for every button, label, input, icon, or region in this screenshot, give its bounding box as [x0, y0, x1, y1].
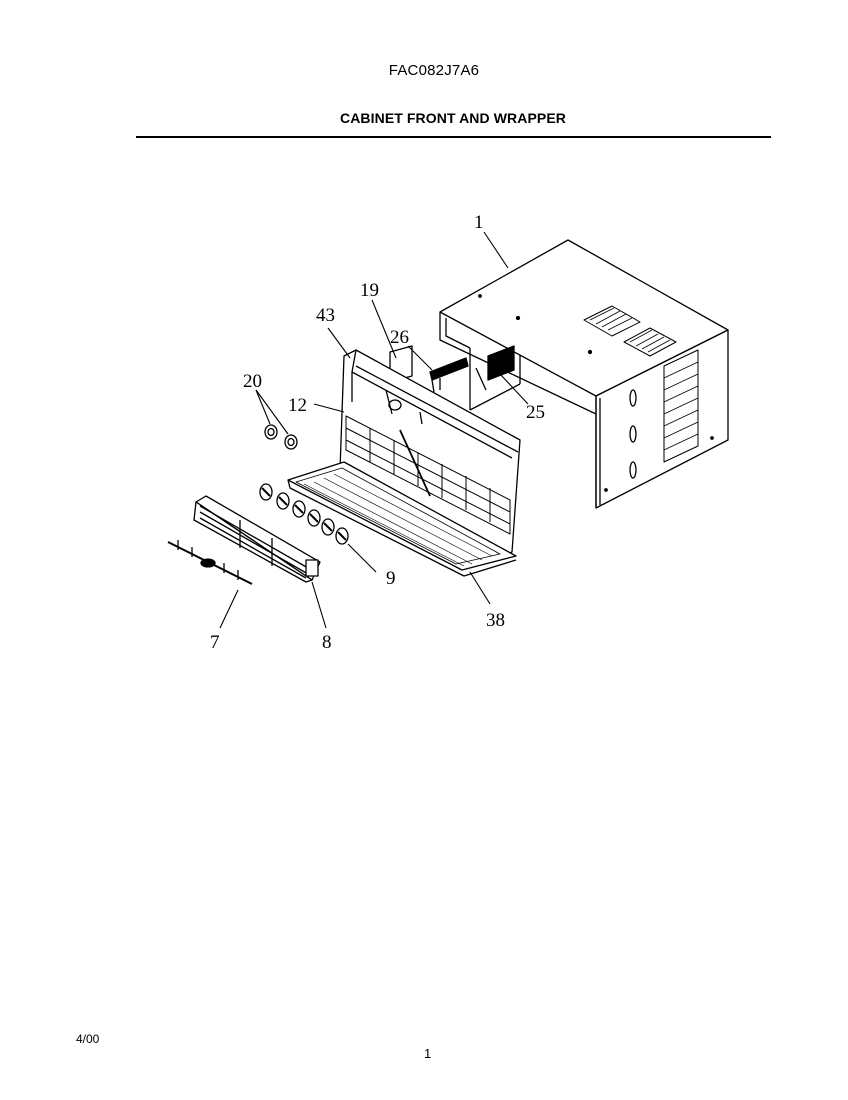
callout-label: 43 [316, 305, 335, 326]
knobs [264, 424, 298, 450]
title-rule [136, 136, 771, 138]
louver-rod [167, 540, 253, 585]
date-code: 4/00 [76, 1032, 100, 1046]
top-vent-1 [583, 305, 641, 337]
callout-label: 1 [474, 212, 484, 233]
callout-label: 25 [526, 402, 545, 423]
callout-label: 26 [390, 327, 409, 348]
side-grille [663, 349, 699, 463]
leader-lines [219, 231, 529, 629]
callout-label: 12 [288, 395, 307, 416]
cabinet-front-frame [339, 349, 521, 557]
model-number: FAC082J7A6 [388, 62, 480, 79]
section-title: CABINET FRONT AND WRAPPER [340, 110, 566, 126]
callout-label: 20 [243, 371, 262, 392]
callout-label: 38 [486, 610, 505, 631]
louver-assembly [193, 495, 321, 583]
callout-label: 9 [386, 568, 396, 589]
push-buttons [259, 483, 349, 545]
wrapper-cabinet [439, 239, 729, 509]
page-number: 1 [424, 1046, 432, 1061]
callout-label: 8 [322, 632, 332, 653]
air-filter [345, 415, 511, 535]
top-vent-2 [623, 327, 677, 357]
callout-labels: 1 19 43 26 20 12 25 9 38 7 8 [210, 212, 545, 653]
part-25 [475, 345, 515, 391]
front-door [287, 461, 517, 577]
callout-label: 7 [210, 632, 220, 653]
bracket-26 [429, 357, 469, 393]
callout-label: 19 [360, 280, 379, 301]
